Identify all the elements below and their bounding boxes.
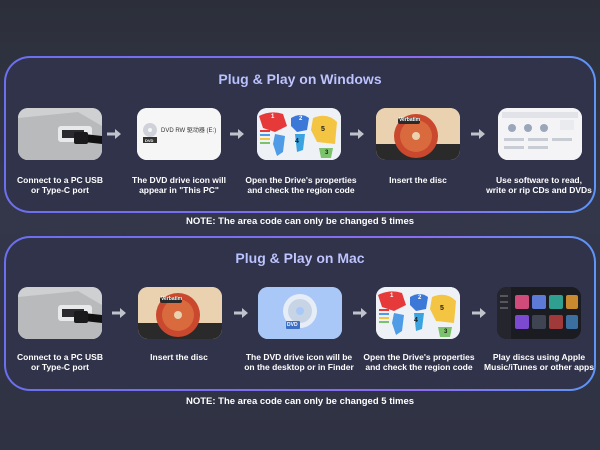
windows-step-software-image (498, 108, 582, 160)
dvd-drive-icon (137, 108, 221, 160)
usb-cable-icon (18, 108, 102, 160)
caption-line: Use software to read, (496, 175, 582, 185)
windows-note: NOTE: The area code can only be changed … (185, 216, 415, 227)
mac-step-usb-image (18, 287, 102, 339)
dvd-label: DVD (287, 322, 298, 328)
drive-badge: DVD (145, 138, 154, 143)
windows-step-usb-image (18, 108, 102, 160)
insert-disc-icon (138, 287, 222, 339)
insert-disc-icon (376, 108, 460, 160)
disc-brand: Verbatim (161, 296, 183, 302)
region-label-2: 2 (299, 116, 303, 122)
mac-caption-1: Connect to a PC USB or Type-C port (1, 352, 119, 372)
windows-step-insert-image: Verbatim (376, 108, 460, 160)
windows-caption-1: Connect to a PC USB or Type-C port (1, 175, 119, 195)
windows-caption-2: The DVD drive icon will appear in "This … (120, 175, 238, 195)
caption-line: Connect to a PC USB (17, 352, 103, 362)
region-label-5: 5 (321, 126, 325, 133)
mac-caption-5: Play discs using Apple Music/iTunes or o… (478, 352, 600, 372)
region-label-4: 4 (295, 138, 299, 145)
windows-step-region-image: 1 2 4 5 3 (257, 108, 341, 160)
caption-line: Insert the disc (389, 175, 447, 185)
arrow-right-icon (112, 308, 126, 318)
caption-line: on the desktop or in Finder (244, 362, 354, 372)
arrow-right-icon (107, 129, 121, 139)
caption-line: Connect to a PC USB (17, 175, 103, 185)
caption-line: appear in "This PC" (139, 185, 219, 195)
mac-panel-title: Plug & Play on Mac (6, 250, 594, 266)
region-label-4: 4 (414, 317, 418, 324)
arrow-right-icon (353, 308, 367, 318)
software-window-icon (498, 108, 582, 160)
region-label-1: 1 (271, 114, 275, 120)
windows-step-drive-image: DVD RW 驱动器 (E:) DVD (137, 108, 221, 160)
arrow-right-icon (472, 308, 486, 318)
windows-panel-title: Plug & Play on Windows (6, 71, 594, 87)
caption-line: Insert the disc (150, 352, 208, 362)
region-map-icon (257, 108, 341, 160)
windows-caption-5: Use software to read, write or rip CDs a… (478, 175, 600, 195)
usb-cable-icon (18, 287, 102, 339)
windows-caption-4: Insert the disc (359, 175, 477, 185)
mac-note: NOTE: The area code can only be changed … (185, 396, 415, 407)
mac-caption-3: The DVD drive icon will be on the deskto… (238, 352, 360, 372)
mac-step-region-image: 1 2 4 5 3 (376, 287, 460, 339)
arrow-right-icon (230, 129, 244, 139)
mac-step-dvd-image: DVD (258, 287, 342, 339)
caption-line: write or rip CDs and DVDs (486, 185, 592, 195)
caption-line: Open the Drive's properties (363, 352, 475, 362)
arrow-right-icon (234, 308, 248, 318)
arrow-right-icon (350, 129, 364, 139)
caption-line: or Type-C port (31, 185, 89, 195)
mac-caption-4: Open the Drive's properties and check th… (358, 352, 480, 372)
region-map-icon (376, 287, 460, 339)
caption-line: Play discs using Apple (492, 352, 586, 362)
mac-step-music-image (497, 287, 581, 339)
region-label-2: 2 (418, 295, 422, 301)
region-label-1: 1 (390, 293, 394, 299)
region-label-5: 5 (440, 305, 444, 312)
dvd-desktop-icon (258, 287, 342, 339)
mac-caption-2: Insert the disc (120, 352, 238, 362)
caption-line: or Type-C port (31, 362, 89, 372)
disc-brand: Verbatim (399, 117, 421, 123)
arrow-right-icon (471, 129, 485, 139)
region-label-3: 3 (444, 329, 448, 335)
region-label-3: 3 (325, 150, 329, 156)
mac-step-insert-image: Verbatim (138, 287, 222, 339)
caption-line: The DVD drive icon will be (245, 352, 353, 362)
drive-label: DVD RW 驱动器 (E:) (161, 128, 217, 134)
caption-line: The DVD drive icon will (132, 175, 226, 185)
caption-line: and check the region code (247, 185, 355, 195)
caption-line: and check the region code (365, 362, 473, 372)
caption-line: Open the Drive's properties (245, 175, 357, 185)
caption-line: Music/iTunes or other apps (484, 362, 594, 372)
windows-caption-3: Open the Drive's properties and check th… (240, 175, 362, 195)
music-app-icon (497, 287, 581, 339)
